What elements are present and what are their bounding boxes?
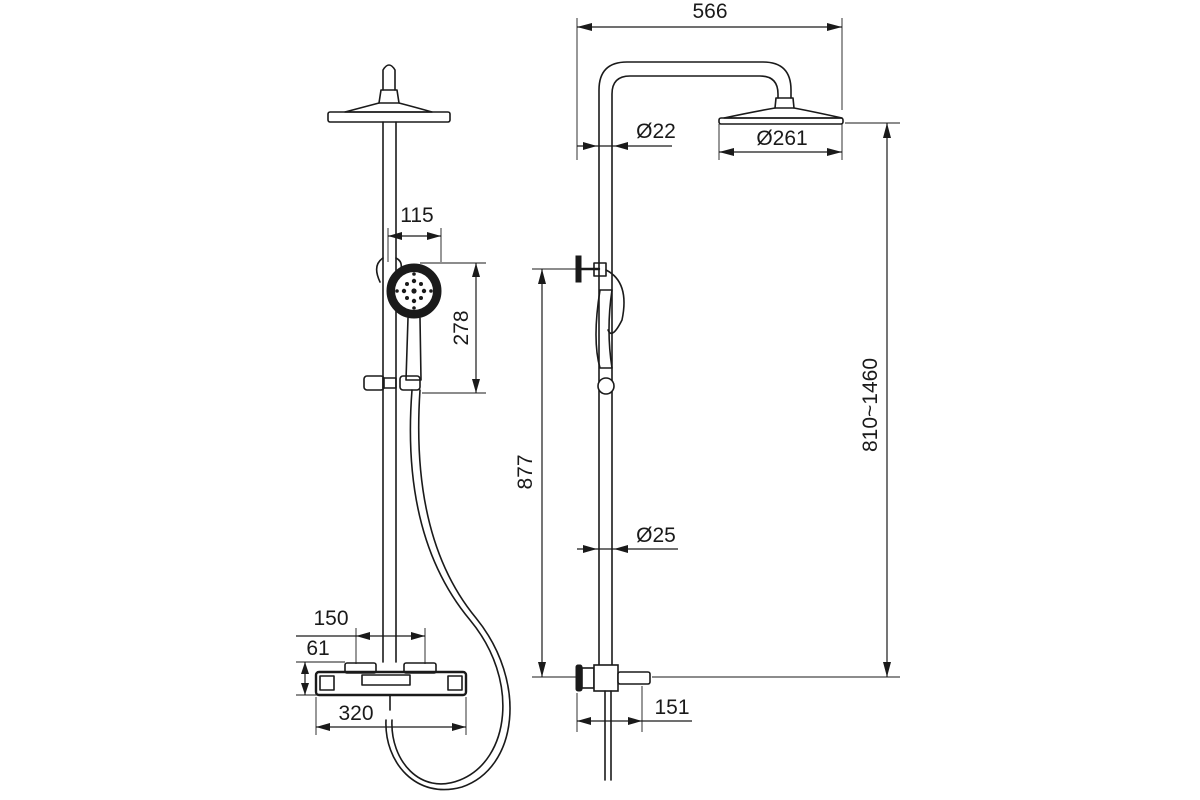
dim-pipe-lower: Ø25	[577, 524, 678, 553]
dim-thermostat-depth: 150	[296, 607, 426, 664]
dim-label-115: 115	[400, 204, 433, 227]
rain-shower-head	[327, 64, 451, 123]
dim-label-150: 150	[313, 607, 348, 630]
dim-handshower-height: 278	[420, 262, 486, 394]
dim-handshower-width: 115	[387, 204, 442, 262]
dim-thermostat-width: 320	[315, 697, 467, 735]
dim-arm-reach: 566	[576, 0, 843, 160]
dim-label-61: 61	[306, 637, 329, 660]
sliding-holder	[363, 375, 421, 391]
dim-label-320: 320	[338, 702, 373, 725]
hand-shower	[386, 263, 442, 381]
dim-label-d25: Ø25	[636, 524, 676, 547]
front-view: 115 278 150 61	[296, 64, 511, 791]
dim-label-d261: Ø261	[756, 127, 807, 150]
shower-hose	[391, 389, 504, 785]
shower-column-side	[598, 61, 792, 666]
dim-label-877: 877	[514, 454, 537, 489]
dim-label-810-1460: 810~1460	[859, 358, 882, 452]
rain-shower-head-side	[718, 97, 844, 125]
hand-shower-side	[595, 269, 625, 395]
side-view: 566 Ø22 Ø261 810~1460	[514, 0, 900, 781]
shower-column	[382, 121, 397, 663]
dim-holder-height: 877	[514, 268, 576, 678]
dim-pipe-upper: Ø22	[577, 120, 676, 150]
dim-label-278: 278	[450, 310, 473, 345]
dim-outlet-offset: 151	[576, 686, 692, 732]
dim-label-151: 151	[654, 696, 689, 719]
dim-height-range: 810~1460	[652, 122, 900, 678]
dim-thermostat-height: 61	[296, 637, 345, 696]
mixer-side	[575, 664, 651, 781]
thermostat-mixer	[314, 662, 468, 697]
dim-label-566: 566	[692, 0, 727, 23]
dim-label-d22: Ø22	[636, 120, 676, 143]
dim-head-diameter: Ø261	[718, 124, 843, 160]
wall-bracket-side	[575, 255, 607, 283]
